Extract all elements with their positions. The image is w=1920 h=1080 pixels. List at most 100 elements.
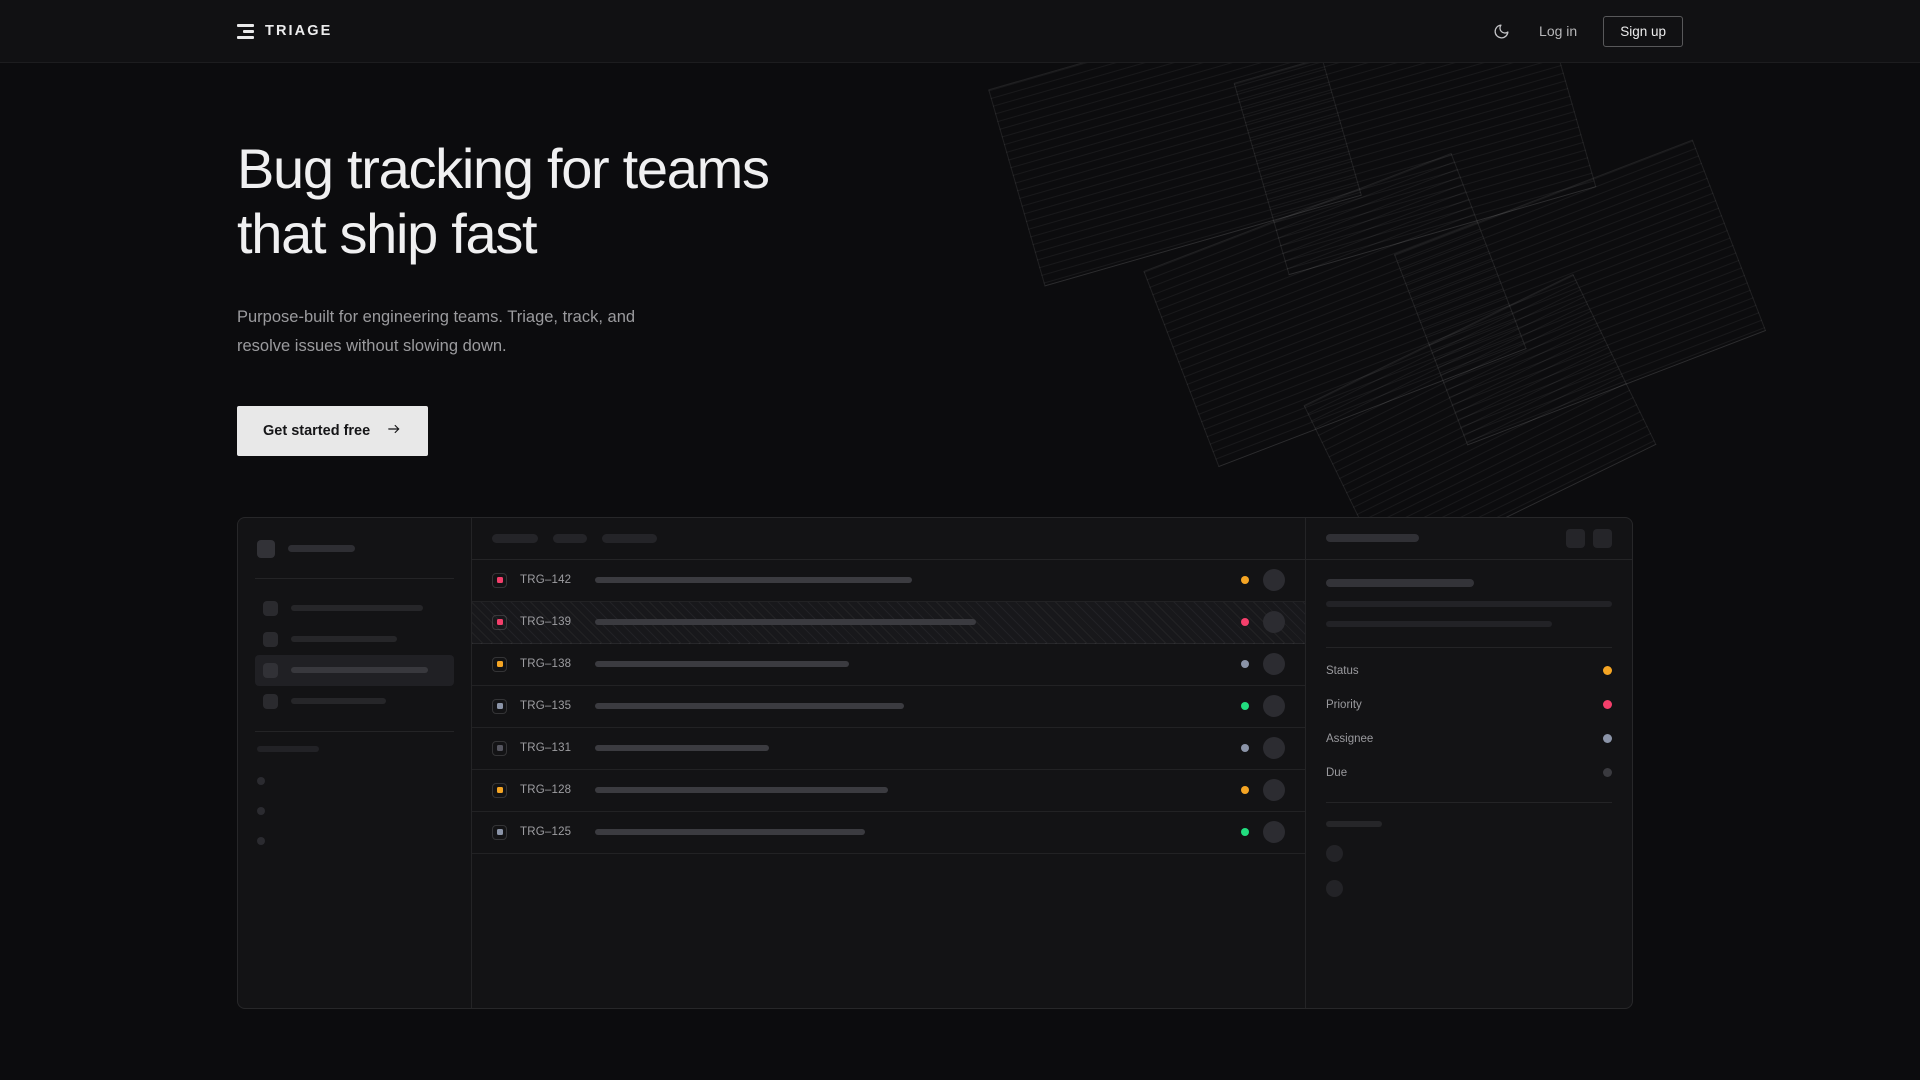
avatar [1263, 611, 1285, 634]
sidebar-item[interactable] [255, 686, 454, 717]
issue-status-dot [1241, 660, 1249, 669]
toolbar-tab[interactable] [553, 533, 587, 543]
issue-row-meta [1225, 611, 1285, 634]
issue-id: TRG–138 [520, 658, 572, 671]
sidebar-secondary-nav [255, 766, 454, 856]
detail-field[interactable]: Due [1326, 756, 1612, 790]
detail-field[interactable]: Assignee [1326, 722, 1612, 756]
issue-row-meta [1225, 695, 1285, 718]
issue-title-skeleton [595, 703, 905, 710]
brand-logo[interactable]: TRIAGE [237, 23, 332, 39]
avatar [1263, 695, 1285, 718]
detail-text-skeleton [1326, 600, 1612, 607]
sidebar-divider [255, 577, 454, 579]
issue-title-skeleton [595, 745, 770, 752]
issue-id: TRG–139 [520, 616, 572, 629]
sidebar-item-label-skeleton [291, 636, 398, 643]
sidebar-secondary-item-dot [257, 836, 265, 845]
issue-title-skeleton [595, 787, 889, 794]
cta-label: Get started free [263, 422, 371, 439]
sidebar-item-label-skeleton [291, 667, 429, 674]
header-nav: Log in Sign up [1489, 15, 1683, 47]
detail-divider [1326, 801, 1612, 803]
signup-button[interactable]: Sign up [1603, 15, 1683, 47]
issue-type-icon [492, 656, 507, 672]
issue-row[interactable]: TRG–128 [472, 770, 1305, 812]
avatar [1263, 569, 1285, 592]
avatar [1263, 653, 1285, 676]
issue-row-meta [1225, 653, 1285, 676]
workspace-name-skeleton [288, 545, 355, 553]
site-header: TRIAGE Log in Sign up [0, 0, 1920, 63]
moon-icon[interactable] [1489, 19, 1513, 43]
detail-field[interactable]: Priority [1326, 688, 1612, 722]
workspace-avatar [257, 539, 275, 558]
sidebar-item[interactable] [255, 593, 454, 624]
sidebar-secondary-item[interactable] [255, 826, 454, 856]
detail-field-value-dot [1603, 700, 1612, 710]
stack-lines-icon [237, 23, 254, 39]
sidebar-item-icon [263, 693, 278, 709]
sidebar-item[interactable] [255, 654, 454, 686]
issue-type-icon [492, 698, 507, 714]
issue-title-skeleton [595, 577, 913, 584]
issue-type-icon [492, 740, 507, 756]
detail-action-button[interactable] [1593, 528, 1612, 548]
detail-text-skeleton [1326, 620, 1552, 627]
sidebar-nav [255, 593, 454, 717]
sidebar-secondary-item[interactable] [255, 766, 454, 796]
issue-id: TRG–125 [520, 826, 572, 839]
sidebar-item-label-skeleton [291, 698, 387, 705]
avatar [1263, 821, 1285, 844]
avatar [1263, 779, 1285, 802]
issue-list-toolbar [472, 518, 1305, 560]
sidebar-secondary-item[interactable] [255, 796, 454, 826]
detail-field-label: Due [1326, 766, 1348, 779]
detail-field-value-dot [1603, 734, 1612, 744]
issue-id: TRG–128 [520, 784, 572, 797]
login-link[interactable]: Log in [1539, 23, 1578, 39]
issue-status-dot [1241, 618, 1249, 627]
sidebar-item[interactable] [255, 624, 454, 655]
sidebar-item-icon [263, 600, 278, 616]
issue-status-dot [1241, 576, 1249, 585]
issue-row[interactable]: TRG–125 [472, 812, 1305, 854]
toolbar-tab[interactable] [492, 533, 538, 543]
get-started-button[interactable]: Get started free [237, 405, 429, 456]
issue-row-meta [1225, 737, 1285, 760]
issue-row[interactable]: TRG–131 [472, 728, 1305, 770]
issue-row[interactable]: TRG–142 [472, 560, 1305, 602]
sidebar-secondary-item-dot [257, 806, 265, 815]
issue-status-dot [1241, 702, 1249, 711]
issue-row-meta [1225, 821, 1285, 844]
sidebar-item-icon [263, 631, 278, 647]
detail-field-value-dot [1603, 666, 1612, 676]
issue-row-meta [1225, 569, 1285, 592]
sidebar-item-icon [263, 662, 278, 678]
issue-type-icon [492, 782, 507, 798]
issue-title-skeleton [595, 619, 976, 626]
workspace-switcher[interactable] [255, 534, 454, 564]
issue-id: TRG–135 [520, 700, 572, 713]
issue-id: TRG–142 [520, 574, 572, 587]
toolbar-tab[interactable] [602, 533, 657, 543]
detail-field[interactable]: Status [1326, 654, 1612, 688]
detail-comment-avatar [1326, 879, 1343, 897]
detail-action-button[interactable] [1566, 528, 1585, 548]
issue-row[interactable]: TRG–135 [472, 686, 1305, 728]
app-sidebar [238, 517, 472, 1008]
issue-type-icon [492, 824, 507, 840]
issue-row[interactable]: TRG–139 [472, 601, 1305, 644]
sidebar-item-label-skeleton [291, 605, 423, 612]
page-title: Bug tracking for teams that ship fast [237, 137, 770, 265]
hero-section: Bug tracking for teams that ship fast Pu… [0, 63, 1920, 456]
detail-field-label: Status [1326, 664, 1359, 677]
issue-status-dot [1241, 786, 1249, 795]
issue-type-icon [492, 572, 507, 588]
issue-row[interactable]: TRG–138 [472, 644, 1305, 686]
issue-id: TRG–131 [520, 742, 572, 755]
